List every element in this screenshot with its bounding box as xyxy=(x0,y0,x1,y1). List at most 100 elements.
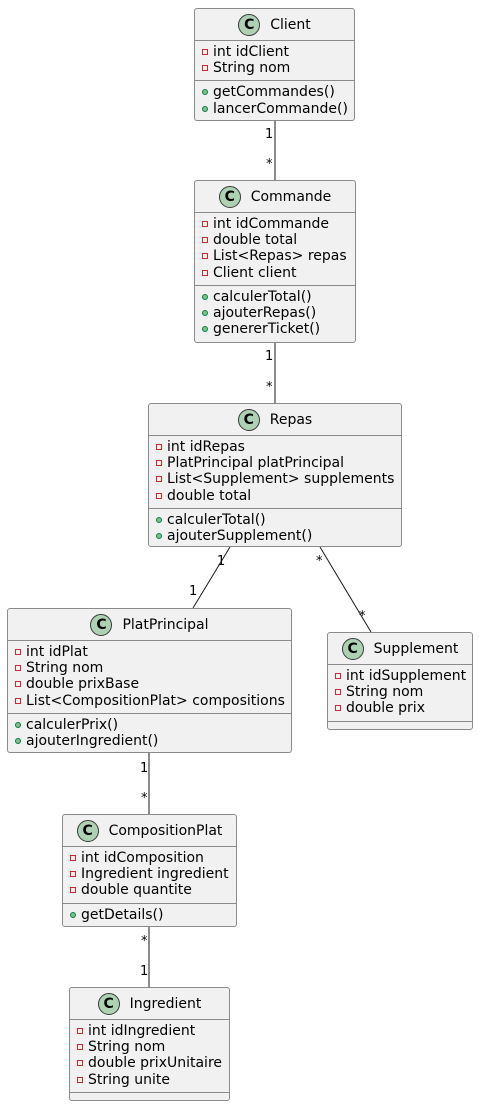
method: ajouterRepas() xyxy=(195,305,355,321)
class-stereotype-icon: C xyxy=(341,637,364,660)
attribute: int idRepas xyxy=(149,439,401,455)
public-marker-icon xyxy=(156,516,162,523)
private-marker-icon xyxy=(202,65,208,72)
mult-repas-supplement-to: * xyxy=(359,609,366,624)
attribute: double prixBase xyxy=(8,676,291,692)
method: getDetails() xyxy=(63,907,236,923)
mult-composition-ingredient-to: 1 xyxy=(140,964,149,979)
private-marker-icon xyxy=(15,697,21,704)
private-marker-icon xyxy=(202,49,208,56)
private-marker-icon xyxy=(15,681,21,688)
class-stereotype-icon: C xyxy=(238,13,261,36)
method: ajouterIngredient() xyxy=(8,733,291,749)
attribute: double prix xyxy=(328,700,472,716)
mult-client-commande-to: * xyxy=(266,157,273,172)
attribute: double quantite xyxy=(63,882,236,898)
private-marker-icon xyxy=(335,673,341,680)
private-marker-icon xyxy=(335,705,341,712)
public-marker-icon xyxy=(70,911,76,918)
public-marker-icon xyxy=(202,293,208,300)
attribute: String nom xyxy=(8,660,291,676)
class-stereotype-icon: C xyxy=(237,408,260,431)
attribute: Client client xyxy=(195,265,355,281)
mult-commande-repas-from: 1 xyxy=(265,349,274,364)
public-marker-icon xyxy=(15,721,21,728)
class-name: Commande xyxy=(250,188,332,205)
public-marker-icon xyxy=(15,738,21,745)
class-stereotype-icon: C xyxy=(90,613,113,636)
class-ingredient[interactable]: C Ingredient int idIngredient String nom… xyxy=(69,987,230,1101)
public-marker-icon xyxy=(202,105,208,112)
class-supplement[interactable]: C Supplement int idSupplement String nom… xyxy=(327,632,473,730)
class-repas[interactable]: C Repas int idRepas PlatPrincipal platPr… xyxy=(148,403,402,547)
attributes-section: int idIngredient String nom double prixU… xyxy=(70,1020,229,1093)
attribute: String nom xyxy=(195,60,354,76)
attribute: double total xyxy=(195,232,355,248)
private-marker-icon xyxy=(70,855,76,862)
public-marker-icon xyxy=(202,89,208,96)
class-stereotype-icon: C xyxy=(97,992,120,1015)
attribute: double total xyxy=(149,488,401,504)
method: calculerTotal() xyxy=(149,512,401,528)
class-name: CompositionPlat xyxy=(108,822,223,839)
private-marker-icon xyxy=(335,689,341,696)
private-marker-icon xyxy=(202,269,208,276)
attribute: String nom xyxy=(70,1039,229,1055)
private-marker-icon xyxy=(202,237,208,244)
class-commande[interactable]: C Commande int idCommande double total L… xyxy=(194,180,356,343)
mult-repas-plat-to: 1 xyxy=(189,584,198,599)
methods-section xyxy=(70,1093,229,1099)
private-marker-icon xyxy=(77,1060,83,1067)
private-marker-icon xyxy=(15,665,21,672)
attribute: int idSupplement xyxy=(328,668,472,684)
private-marker-icon xyxy=(156,492,162,499)
mult-plat-composition-from: 1 xyxy=(140,761,149,776)
mult-composition-ingredient-from: * xyxy=(141,934,148,949)
attribute: String nom xyxy=(328,684,472,700)
attribute: int idIngredient xyxy=(70,1023,229,1039)
attribute: PlatPrincipal platPrincipal xyxy=(149,455,401,471)
attributes-section: int idSupplement String nom double prix xyxy=(328,665,472,722)
class-stereotype-icon: C xyxy=(76,819,99,842)
method: lancerCommande() xyxy=(195,101,354,117)
attribute: List<Supplement> supplements xyxy=(149,471,401,487)
attribute: List<CompositionPlat> compositions xyxy=(8,693,291,709)
method: getCommandes() xyxy=(195,84,354,100)
attribute: Ingredient ingredient xyxy=(63,866,236,882)
public-marker-icon xyxy=(202,310,208,317)
class-name: Repas xyxy=(269,411,313,428)
mult-repas-plat-from: 1 xyxy=(217,554,226,569)
class-client[interactable]: C Client int idClient String nom getComm… xyxy=(194,8,355,121)
private-marker-icon xyxy=(202,253,208,260)
attribute: String unite xyxy=(70,1072,229,1088)
mult-commande-repas-to: * xyxy=(266,380,273,395)
private-marker-icon xyxy=(156,460,162,467)
class-platprincipal[interactable]: C PlatPrincipal int idPlat String nom do… xyxy=(7,608,292,753)
private-marker-icon xyxy=(77,1076,83,1083)
attribute: int idCommande xyxy=(195,216,355,232)
method: genererTicket() xyxy=(195,321,355,337)
private-marker-icon xyxy=(202,221,208,228)
class-name: Client xyxy=(270,16,311,33)
class-name: Ingredient xyxy=(129,995,202,1012)
private-marker-icon xyxy=(156,476,162,483)
private-marker-icon xyxy=(77,1028,83,1035)
public-marker-icon xyxy=(202,326,208,333)
attributes-section: int idPlat String nom double prixBase Li… xyxy=(8,641,291,714)
attribute: List<Repas> repas xyxy=(195,248,355,264)
attributes-section: int idComposition Ingredient ingredient … xyxy=(63,847,236,904)
attributes-section: int idClient String nom xyxy=(195,41,354,82)
class-stereotype-icon: C xyxy=(218,185,241,208)
mult-repas-supplement-from: * xyxy=(316,554,323,569)
mult-plat-composition-to: * xyxy=(141,791,148,806)
method: ajouterSupplement() xyxy=(149,528,401,544)
methods-section xyxy=(328,722,472,728)
method: calculerTotal() xyxy=(195,289,355,305)
private-marker-icon xyxy=(156,444,162,451)
link-repas-platprincipal xyxy=(192,546,231,609)
methods-section: getDetails() xyxy=(63,904,236,927)
private-marker-icon xyxy=(15,649,21,656)
class-compositionplat[interactable]: C CompositionPlat int idComposition Ingr… xyxy=(62,814,237,927)
attribute: int idComposition xyxy=(63,850,236,866)
methods-section: getCommandes() lancerCommande() xyxy=(195,81,354,120)
